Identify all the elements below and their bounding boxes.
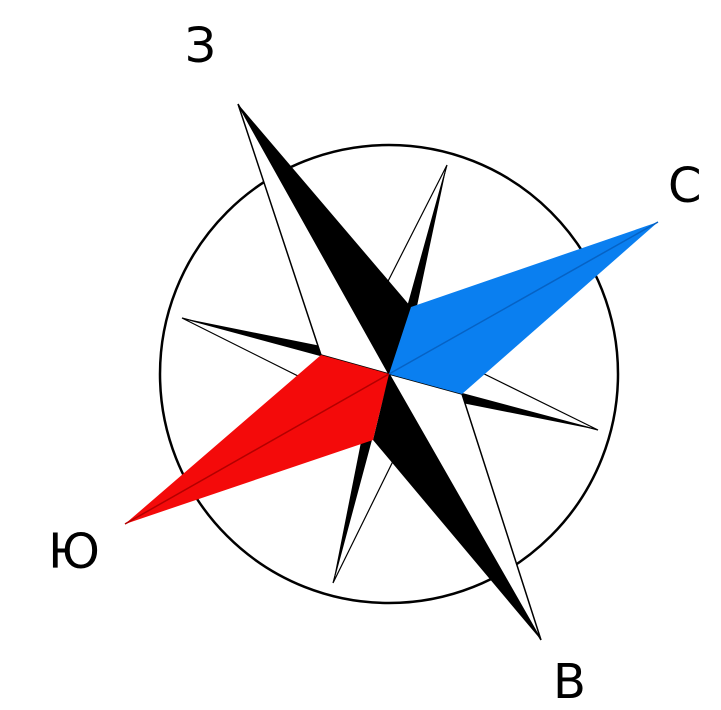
label-south: Ю (48, 528, 100, 576)
label-east: В (553, 658, 586, 706)
label-north: С (668, 162, 702, 210)
label-west: З (185, 22, 216, 70)
